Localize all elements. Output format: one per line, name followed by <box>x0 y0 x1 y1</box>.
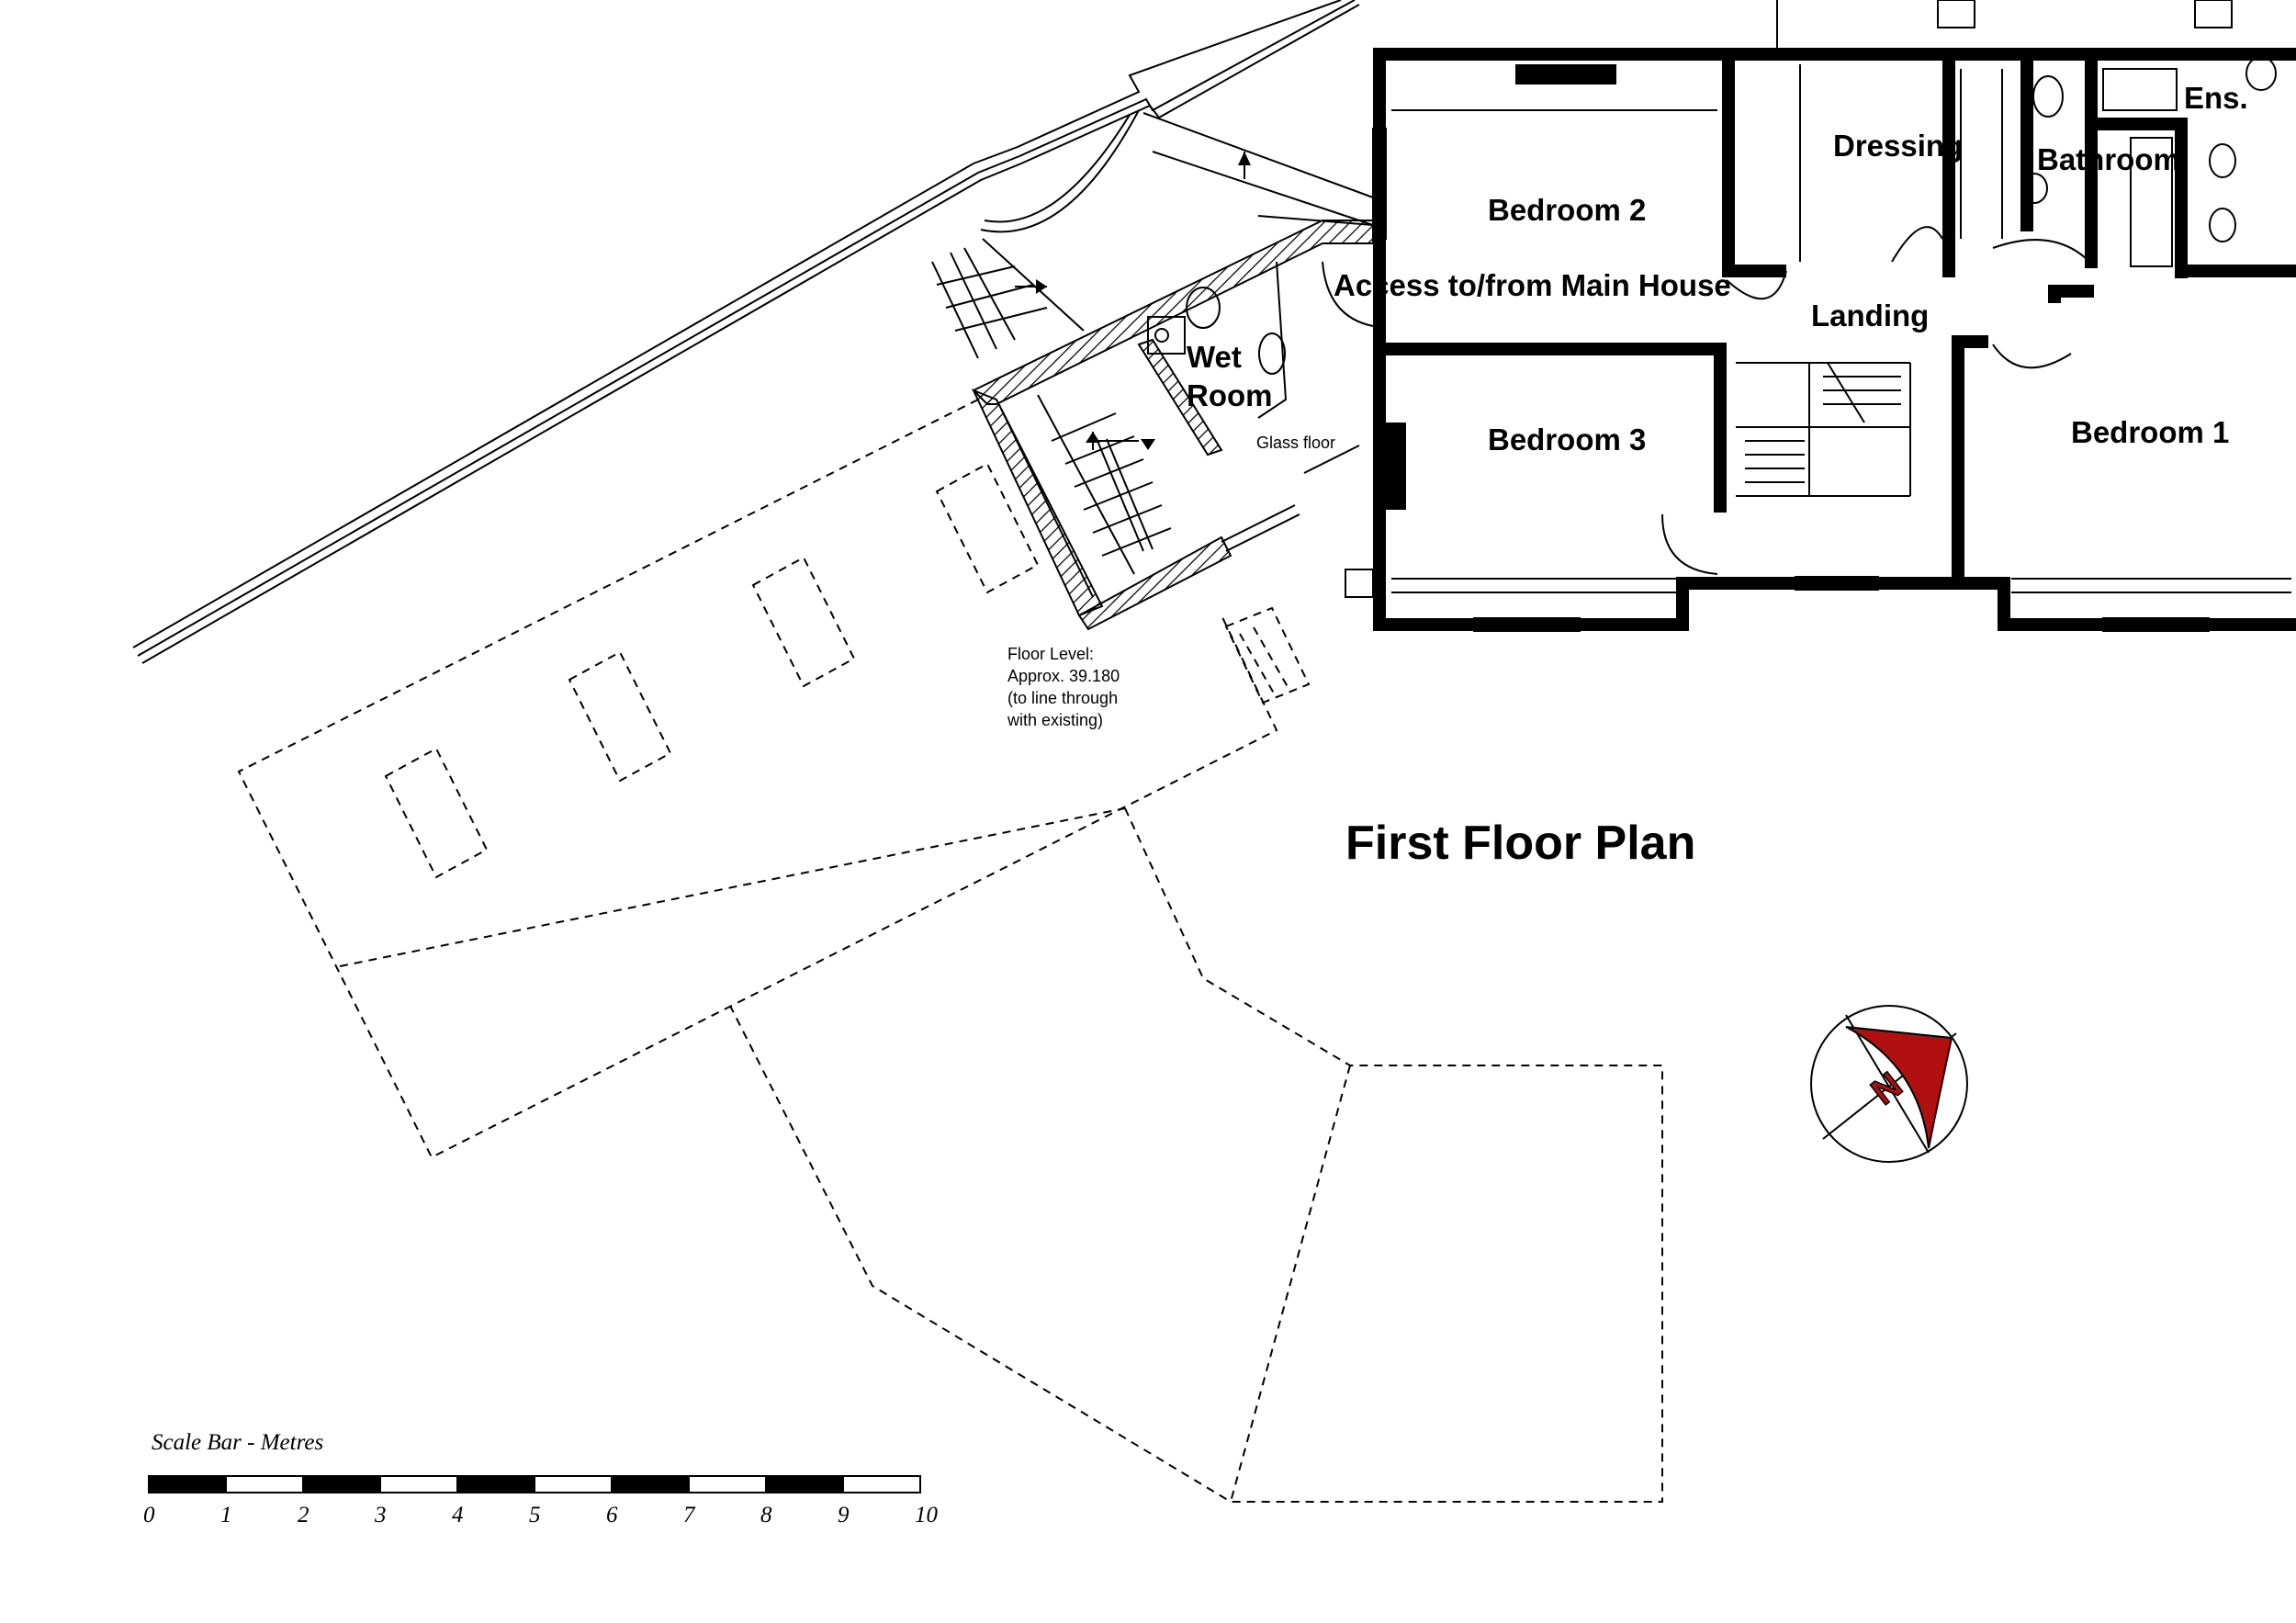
dressing-label: Dressing <box>1833 129 1963 163</box>
scale-bar-tick-label: 7 <box>683 1503 696 1527</box>
scale-bar-segment <box>379 1475 458 1493</box>
scale-bar-segment <box>611 1475 690 1493</box>
svg-text:(to line through: (to line through <box>1007 689 1118 707</box>
svg-text:Floor Level:: Floor Level: <box>1007 645 1094 663</box>
scale-bar-segment <box>456 1475 535 1493</box>
scale-bar-tick-label: 4 <box>452 1503 464 1527</box>
drawing-title: First Floor Plan <box>1345 817 1695 870</box>
north-arrow-icon: N <box>1810 1005 1968 1163</box>
scale-bar-tick-label: 3 <box>374 1503 387 1527</box>
scale-bar-tick-label: 1 <box>220 1503 232 1527</box>
bedroom-1-label: Bedroom 1 <box>2071 415 2229 449</box>
access-label: Access to/from Main House <box>1334 268 1731 302</box>
wet-room-label-2: Room <box>1187 378 1273 412</box>
dashed-ground-outlines <box>237 399 1663 1503</box>
boundary-wall <box>132 0 1374 664</box>
scale-bar-ticks: 0 1 2 3 4 5 6 7 8 9 10 <box>143 1503 939 1527</box>
scale-bar-tick-label: 5 <box>529 1503 541 1527</box>
svg-text:Approx. 39.180: Approx. 39.180 <box>1007 667 1120 685</box>
ensuite-label: Ens. <box>2184 81 2248 115</box>
scale-bar-segments <box>148 1475 921 1493</box>
landing-label: Landing <box>1811 299 1929 332</box>
svg-text:with existing): with existing) <box>1007 711 1103 729</box>
scale-bar-tick-label: 10 <box>915 1503 939 1527</box>
scale-bar: Scale Bar - Metres 0 1 2 3 4 5 6 7 8 9 10 <box>143 1430 939 1527</box>
main-house-walls <box>1322 0 2296 632</box>
scale-bar-segment <box>842 1475 921 1493</box>
link-stair-block <box>972 220 1374 631</box>
scale-bar-title: Scale Bar - Metres <box>152 1430 323 1455</box>
bedroom-3-label: Bedroom 3 <box>1488 423 1646 456</box>
wet-room-label-1: Wet <box>1187 340 1242 374</box>
scale-bar-segment <box>148 1475 227 1493</box>
scale-bar-tick-label: 2 <box>298 1503 310 1527</box>
scale-bar-tick-label: 0 <box>143 1503 155 1527</box>
scale-bar-segment <box>225 1475 304 1493</box>
scale-bar-tick-label: 6 <box>606 1503 618 1527</box>
scale-bar-segment <box>688 1475 767 1493</box>
bathroom-label: Bathroom <box>2037 142 2180 176</box>
scale-bar-segment <box>302 1475 381 1493</box>
scale-bar-tick-label: 8 <box>760 1503 772 1527</box>
scale-bar-segment <box>765 1475 844 1493</box>
floor-level-note: Floor Level: Approx. 39.180 (to line thr… <box>1007 645 1120 729</box>
glass-floor-note: Glass floor <box>1256 434 1335 452</box>
room-labels: Bedroom 2 Access to/from Main House Dres… <box>1187 81 2248 456</box>
scale-bar-segment <box>534 1475 613 1493</box>
bedroom-2-label: Bedroom 2 <box>1488 193 1646 227</box>
scale-bar-tick-label: 9 <box>838 1503 850 1527</box>
